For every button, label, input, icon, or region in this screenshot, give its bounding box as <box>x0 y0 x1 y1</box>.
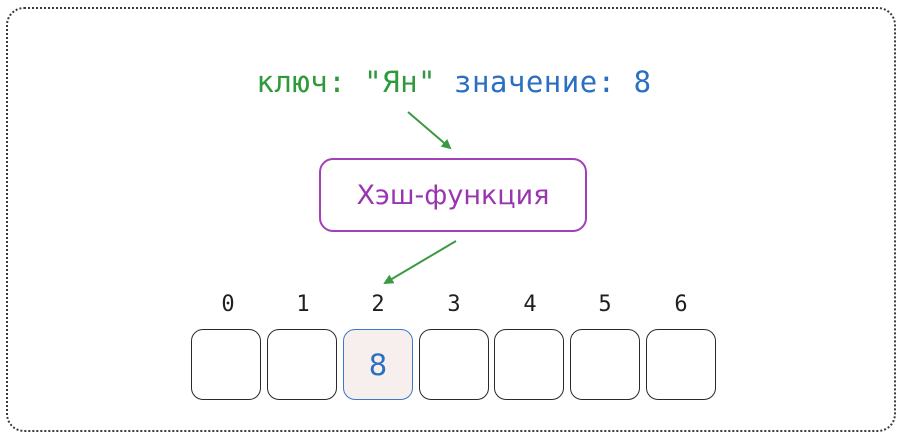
value-label: значение: 8 <box>454 65 652 99</box>
bucket-2: 8 <box>343 329 413 400</box>
bucket-3 <box>419 329 489 400</box>
key-label: ключ: "Ян" <box>256 65 437 99</box>
diagram-frame <box>6 7 896 432</box>
key-value-line: ключ: "Ян" значение: 8 <box>0 62 908 102</box>
index-label-1: 1 <box>296 292 310 317</box>
hash-function-box: Хэш-функция <box>319 158 587 232</box>
index-label-6: 6 <box>674 292 688 317</box>
index-label-4: 4 <box>523 292 537 317</box>
index-label-0: 0 <box>221 292 235 317</box>
bucket-1 <box>267 329 337 400</box>
index-label-2: 2 <box>371 292 385 317</box>
bucket-0 <box>191 329 261 400</box>
index-label-3: 3 <box>447 292 461 317</box>
hash-function-label: Хэш-функция <box>356 179 550 211</box>
bucket-6 <box>646 329 716 400</box>
index-label-5: 5 <box>598 292 612 317</box>
bucket-5 <box>570 329 640 400</box>
bucket-4 <box>494 329 564 400</box>
